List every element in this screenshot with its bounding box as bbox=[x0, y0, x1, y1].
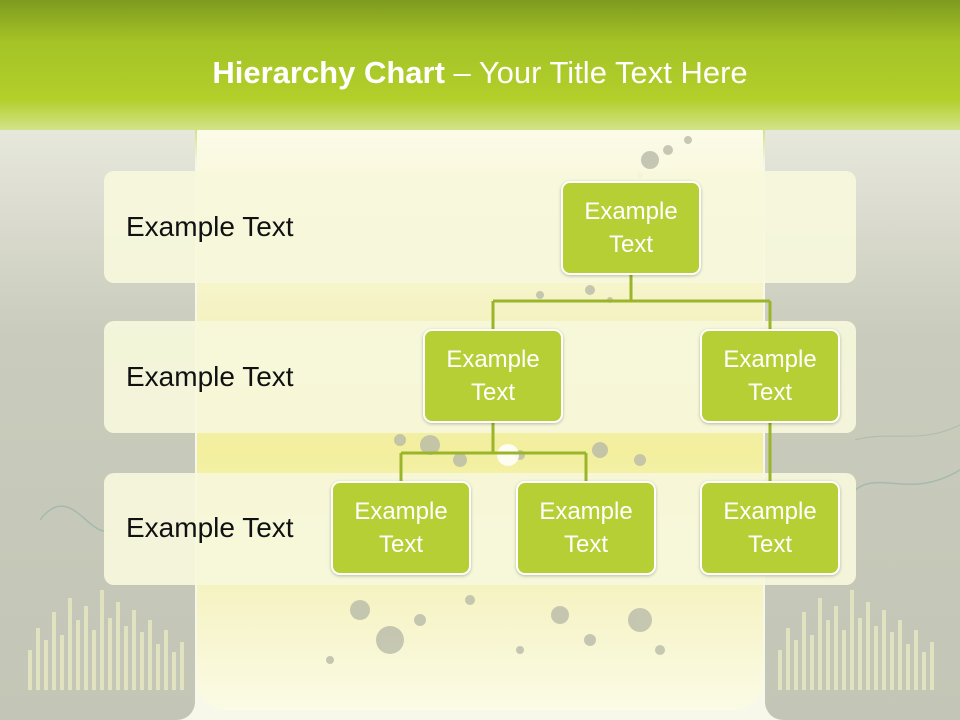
equalizer-bar bbox=[858, 618, 862, 690]
node-level3-3-text: Example Text bbox=[723, 498, 817, 558]
node-level3-1[interactable]: Example Text bbox=[331, 481, 471, 575]
equalizer-bar bbox=[898, 620, 902, 690]
equalizer-bar bbox=[786, 628, 790, 690]
node-level3-2[interactable]: Example Text bbox=[516, 481, 656, 575]
equalizer-bar bbox=[60, 635, 64, 690]
node-level2-left-text: Example Text bbox=[446, 346, 540, 406]
slide-title-rest: – Your Title Text Here bbox=[444, 55, 748, 90]
hierarchy-row-1 bbox=[104, 171, 856, 283]
equalizer-bar bbox=[922, 652, 926, 690]
equalizer-bar bbox=[132, 610, 136, 690]
equalizer-bar bbox=[108, 618, 112, 690]
equalizer-bar bbox=[92, 630, 96, 690]
node-level2-left[interactable]: Example Text bbox=[423, 329, 563, 423]
equalizer-bar bbox=[140, 632, 144, 690]
equalizer-bar bbox=[826, 620, 830, 690]
equalizer-bar bbox=[44, 640, 48, 690]
equalizer-bar bbox=[76, 620, 80, 690]
equalizer-bar bbox=[842, 630, 846, 690]
equalizer-bar bbox=[930, 642, 934, 690]
equalizer-bar bbox=[810, 635, 814, 690]
node-level2-right[interactable]: Example Text bbox=[700, 329, 840, 423]
equalizer-bar bbox=[36, 628, 40, 690]
row-label-1: Example Text bbox=[126, 211, 294, 242]
equalizer-bar bbox=[914, 630, 918, 690]
equalizer-bar bbox=[116, 602, 120, 690]
equalizer-bar bbox=[172, 652, 176, 690]
node-level3-2-text: Example Text bbox=[539, 498, 633, 558]
row-label-2: Example Text bbox=[126, 361, 294, 392]
equalizer-bar bbox=[890, 632, 894, 690]
equalizer-bar bbox=[28, 650, 32, 690]
row-label-3: Example Text bbox=[126, 512, 294, 543]
equalizer-bar bbox=[866, 602, 870, 690]
equalizer-bar bbox=[52, 612, 56, 690]
equalizer-bar bbox=[818, 598, 822, 690]
equalizer-bar bbox=[68, 598, 72, 690]
slide-title: Hierarchy Chart – Your Title Text Here bbox=[0, 55, 960, 91]
equalizer-bar bbox=[124, 626, 128, 690]
equalizer-bar bbox=[100, 590, 104, 690]
equalizer-bar bbox=[778, 650, 782, 690]
equalizer-bar bbox=[834, 606, 838, 690]
node-level3-3[interactable]: Example Text bbox=[700, 481, 840, 575]
node-root-text: Example Text bbox=[584, 198, 678, 258]
equalizer-bar bbox=[882, 610, 886, 690]
equalizer-bar bbox=[874, 626, 878, 690]
node-level3-1-text: Example Text bbox=[354, 498, 448, 558]
equalizer-bar bbox=[164, 630, 168, 690]
node-level2-right-text: Example Text bbox=[723, 346, 817, 406]
equalizer-bar bbox=[802, 612, 806, 690]
node-root[interactable]: Example Text bbox=[561, 181, 701, 275]
equalizer-bar bbox=[906, 644, 910, 690]
equalizer-bar bbox=[156, 644, 160, 690]
slide-title-bold: Hierarchy Chart bbox=[212, 55, 445, 90]
equalizer-bar bbox=[148, 620, 152, 690]
equalizer-bar bbox=[84, 606, 88, 690]
equalizer-bar bbox=[794, 640, 798, 690]
equalizer-bar bbox=[180, 642, 184, 690]
equalizer-bar bbox=[850, 590, 854, 690]
